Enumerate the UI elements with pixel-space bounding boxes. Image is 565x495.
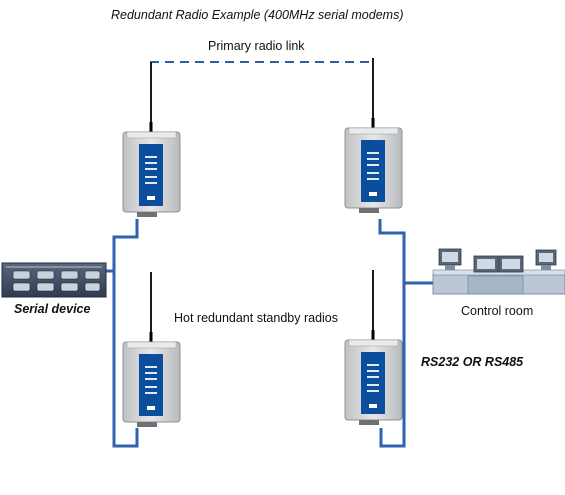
diagram-title: Redundant Radio Example (400MHz serial m… — [111, 8, 404, 22]
radio-standby-left-icon — [122, 271, 181, 428]
radio-primary-left-icon — [122, 61, 181, 218]
radio-standby-right-icon — [344, 269, 403, 426]
radio-primary-right-icon — [344, 57, 403, 214]
interface-label: RS232 OR RS485 — [421, 355, 524, 369]
standby-radios-label: Hot redundant standby radios — [174, 311, 338, 325]
serial-device-label: Serial device — [14, 302, 91, 316]
control-room-label: Control room — [461, 304, 534, 318]
serial-cabling — [106, 219, 436, 448]
serial-device-icon — [1, 262, 107, 298]
primary-link-label: Primary radio link — [208, 39, 305, 53]
control-room-icon — [432, 248, 565, 295]
